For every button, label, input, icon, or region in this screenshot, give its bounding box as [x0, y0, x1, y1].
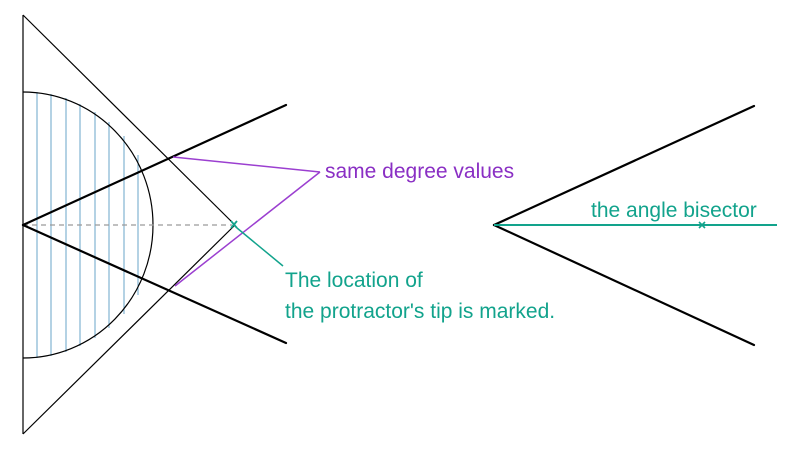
tip-mark-icon [230, 220, 238, 229]
right-figure: the angle bisector [492, 104, 777, 347]
right-angle-rays [492, 104, 756, 347]
left-angle-rays [21, 103, 288, 345]
angle-bisector-label: the angle bisector [591, 199, 757, 222]
tip-location-pointer [236, 227, 284, 267]
bisector-mark-icon [698, 221, 706, 229]
tip-location-label-line2: the protractor's tip is marked. [285, 300, 555, 323]
same-degree-label: same degree values [325, 160, 514, 183]
same-degree-pointers [172, 156, 321, 287]
tip-location-label-line1: The location of [285, 269, 423, 292]
left-figure: same degree values The location of the p… [21, 14, 555, 435]
